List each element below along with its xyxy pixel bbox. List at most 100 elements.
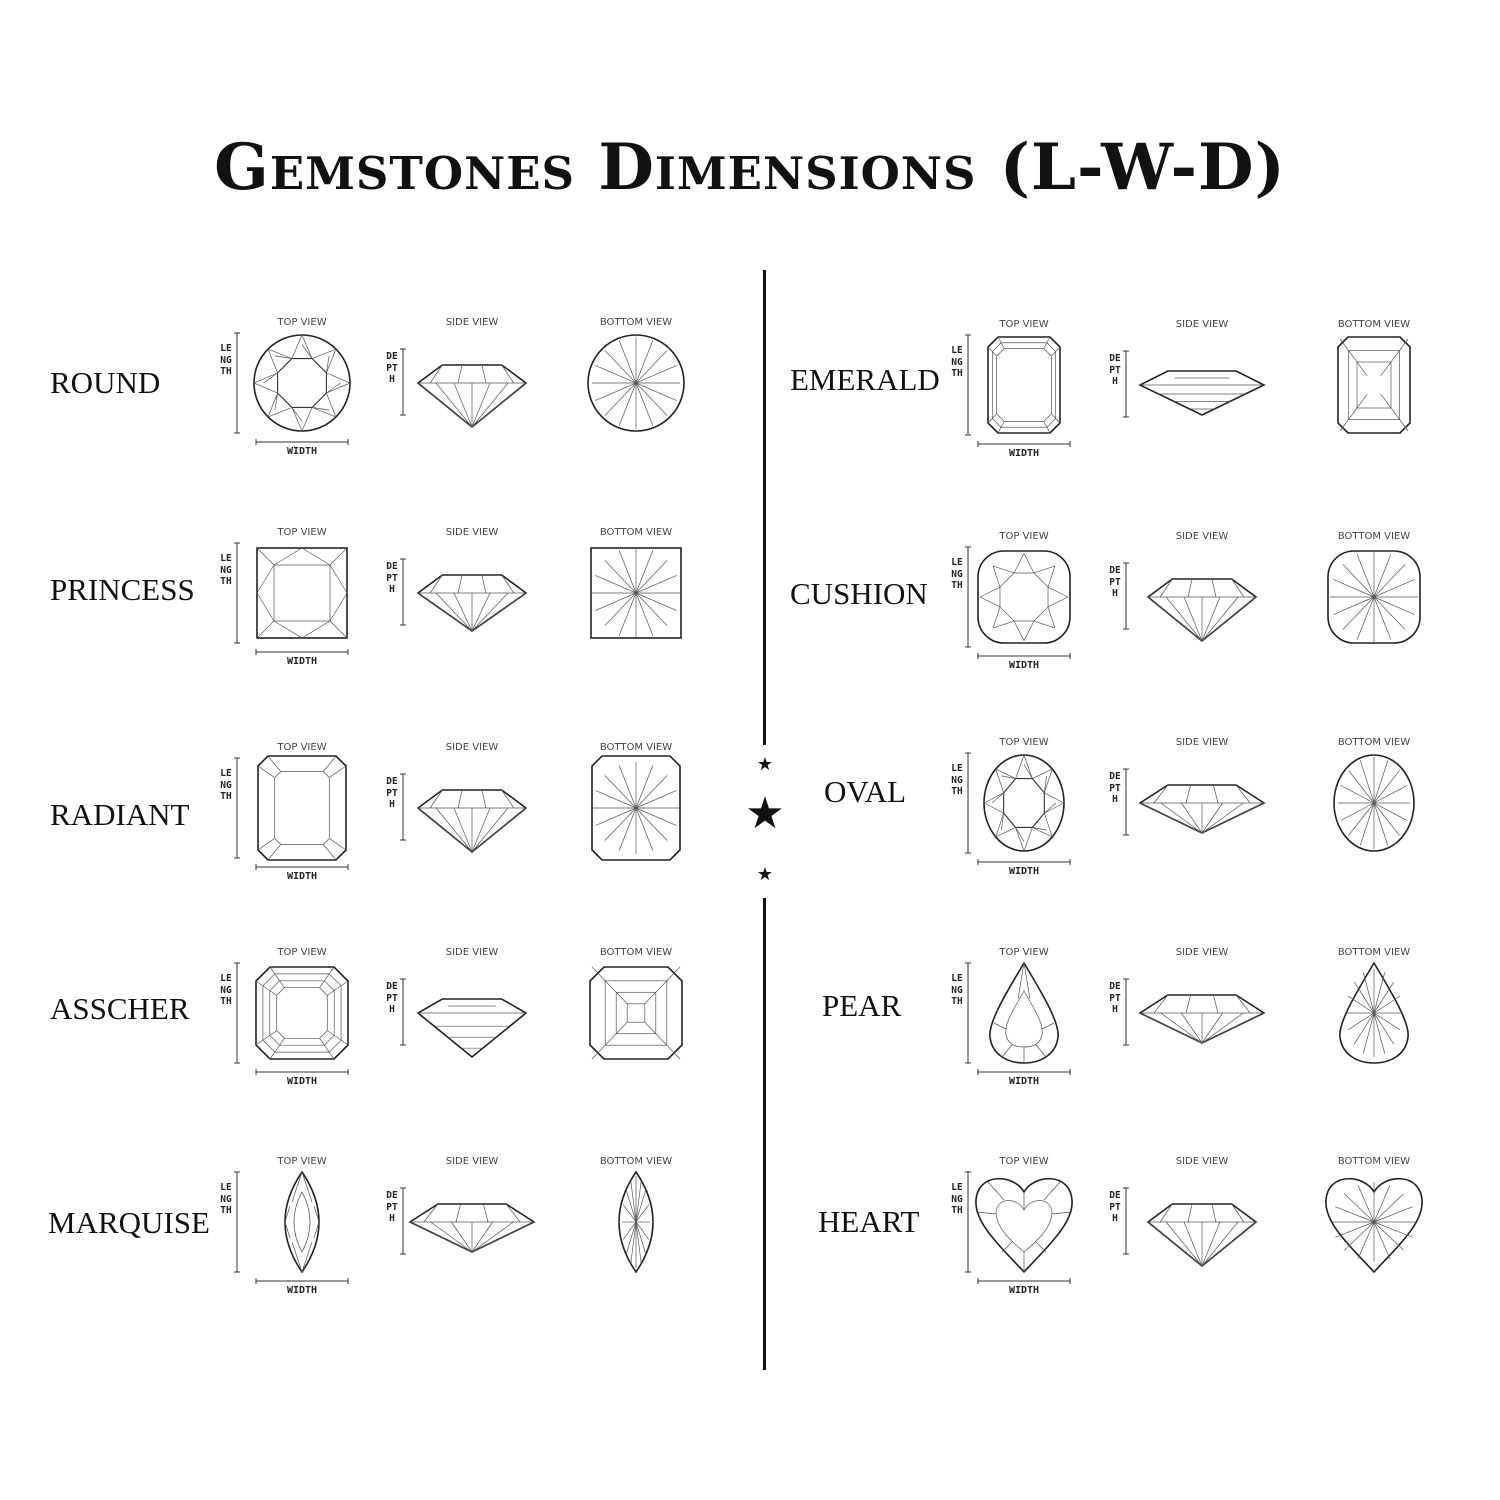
top-view-label: TOP VIEW — [277, 742, 327, 753]
length-bracket — [234, 962, 240, 1064]
width-bracket — [255, 439, 349, 445]
side-view-label: SIDE VIEW — [1175, 531, 1229, 542]
asscher-top-view-icon — [255, 966, 349, 1060]
length-label: LENGTH — [951, 345, 963, 379]
bottom-view-label: BOTTOM VIEW — [1337, 947, 1411, 958]
top-view-label: TOP VIEW — [999, 531, 1049, 542]
length-bracket — [234, 1171, 240, 1273]
length-label: LENGTH — [220, 553, 232, 587]
length-label: LENGTH — [951, 763, 963, 797]
heart-bottom-view-icon — [1325, 1177, 1423, 1274]
heart-side-view-icon — [1146, 1203, 1258, 1268]
bottom-view-label: BOTTOM VIEW — [599, 947, 673, 958]
radiant-bottom-view-icon — [591, 755, 681, 861]
width-label: WIDTH — [1008, 1076, 1040, 1087]
marquise-side-view-icon — [408, 1203, 536, 1253]
depth-label: DEPTH — [1109, 1190, 1121, 1224]
width-bracket — [977, 1069, 1071, 1075]
length-label: LENGTH — [220, 768, 232, 802]
cushion-side-view-icon — [1146, 578, 1258, 643]
top-view-label: TOP VIEW — [999, 947, 1049, 958]
length-bracket — [965, 752, 971, 854]
length-label: LENGTH — [220, 973, 232, 1007]
small-star-icon: ★ — [756, 754, 774, 775]
depth-label: DEPTH — [1109, 353, 1121, 387]
top-view-label: TOP VIEW — [277, 1156, 327, 1167]
depth-label: DEPTH — [386, 561, 398, 595]
bottom-view-label: BOTTOM VIEW — [599, 527, 673, 538]
pear-bottom-view-icon — [1339, 961, 1409, 1064]
pear-top-view-icon — [989, 961, 1059, 1064]
round-top-view-icon — [253, 334, 351, 432]
depth-bracket — [400, 978, 406, 1046]
depth-bracket — [1123, 1187, 1129, 1255]
depth-bracket — [400, 348, 406, 416]
top-view-label: TOP VIEW — [999, 737, 1049, 748]
bottom-view-label: BOTTOM VIEW — [599, 742, 673, 753]
bottom-view-label: BOTTOM VIEW — [1337, 737, 1411, 748]
width-label: WIDTH — [286, 1285, 318, 1296]
bottom-view-label: BOTTOM VIEW — [1337, 319, 1411, 330]
top-view-label: TOP VIEW — [999, 319, 1049, 330]
side-view-label: SIDE VIEW — [445, 742, 499, 753]
width-label: WIDTH — [286, 656, 318, 667]
depth-label: DEPTH — [386, 776, 398, 810]
side-view-label: SIDE VIEW — [1175, 1156, 1229, 1167]
length-bracket — [234, 332, 240, 434]
round-bottom-view-icon — [587, 334, 685, 432]
shape-name-round: ROUND — [50, 365, 161, 400]
marquise-top-view-icon — [284, 1170, 320, 1274]
emerald-top-view-icon — [987, 336, 1061, 434]
top-view-label: TOP VIEW — [277, 527, 327, 538]
length-label: LENGTH — [951, 557, 963, 591]
cushion-bottom-view-icon — [1327, 550, 1421, 644]
small-star-icon: ★ — [756, 864, 774, 885]
width-bracket — [255, 1069, 349, 1075]
length-label: LENGTH — [220, 1182, 232, 1216]
width-label: WIDTH — [1008, 1285, 1040, 1296]
depth-label: DEPTH — [1109, 981, 1121, 1015]
depth-bracket — [1123, 978, 1129, 1046]
side-view-label: SIDE VIEW — [445, 527, 499, 538]
large-star-icon: ★ — [745, 788, 785, 839]
length-label: LENGTH — [951, 973, 963, 1007]
heart-top-view-icon — [975, 1177, 1073, 1274]
width-label: WIDTH — [1008, 866, 1040, 877]
emerald-bottom-view-icon — [1337, 336, 1411, 434]
shape-name-emerald: EMERALD — [790, 362, 940, 397]
depth-label: DEPTH — [1109, 771, 1121, 805]
pear-side-view-icon — [1138, 994, 1266, 1044]
shape-name-radiant: RADIANT — [50, 797, 190, 832]
page-title: Gemstones Dimensions (L-W-D) — [214, 130, 1286, 205]
bottom-view-label: BOTTOM VIEW — [1337, 1156, 1411, 1167]
bottom-view-label: BOTTOM VIEW — [599, 1156, 673, 1167]
side-view-label: SIDE VIEW — [445, 947, 499, 958]
oval-top-view-icon — [983, 754, 1065, 852]
princess-side-view-icon — [416, 574, 528, 632]
length-label: LENGTH — [220, 343, 232, 377]
radiant-side-view-icon — [416, 789, 528, 854]
length-bracket — [965, 334, 971, 436]
radiant-top-view-icon — [257, 755, 347, 861]
width-label: WIDTH — [1008, 660, 1040, 671]
length-bracket — [965, 546, 971, 648]
width-label: WIDTH — [286, 1076, 318, 1087]
side-view-label: SIDE VIEW — [1175, 319, 1229, 330]
marquise-bottom-view-icon — [618, 1170, 654, 1274]
length-bracket — [234, 542, 240, 644]
bottom-view-label: BOTTOM VIEW — [599, 317, 673, 328]
length-bracket — [965, 1171, 971, 1273]
width-bracket — [255, 1278, 349, 1284]
width-label: WIDTH — [1008, 448, 1040, 459]
shape-name-heart: HEART — [818, 1204, 920, 1239]
shape-name-cushion: CUSHION — [790, 576, 928, 611]
width-bracket — [977, 1278, 1071, 1284]
asscher-bottom-view-icon — [589, 966, 683, 1060]
depth-bracket — [400, 1187, 406, 1255]
top-view-label: TOP VIEW — [277, 947, 327, 958]
depth-bracket — [1123, 350, 1129, 418]
width-bracket — [255, 649, 349, 655]
princess-bottom-view-icon — [590, 547, 682, 639]
depth-bracket — [400, 558, 406, 626]
